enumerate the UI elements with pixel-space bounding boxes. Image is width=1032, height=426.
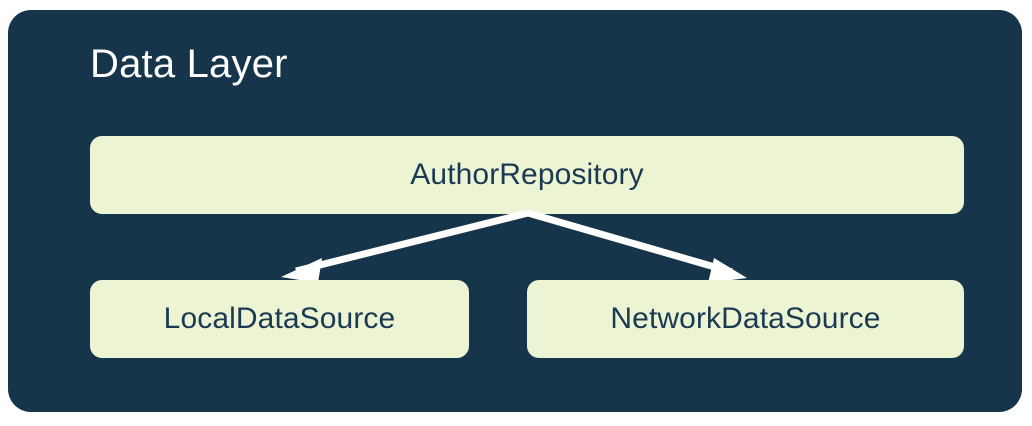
node-label: AuthorRepository <box>410 158 644 191</box>
node-label: LocalDataSource <box>163 302 396 335</box>
node-local-data-source[interactable]: LocalDataSource <box>90 280 469 358</box>
node-label: NetworkDataSource <box>610 302 881 335</box>
page-title: Data Layer <box>90 42 288 86</box>
node-network-data-source[interactable]: NetworkDataSource <box>527 280 964 358</box>
node-author-repository[interactable]: AuthorRepository <box>90 136 964 214</box>
